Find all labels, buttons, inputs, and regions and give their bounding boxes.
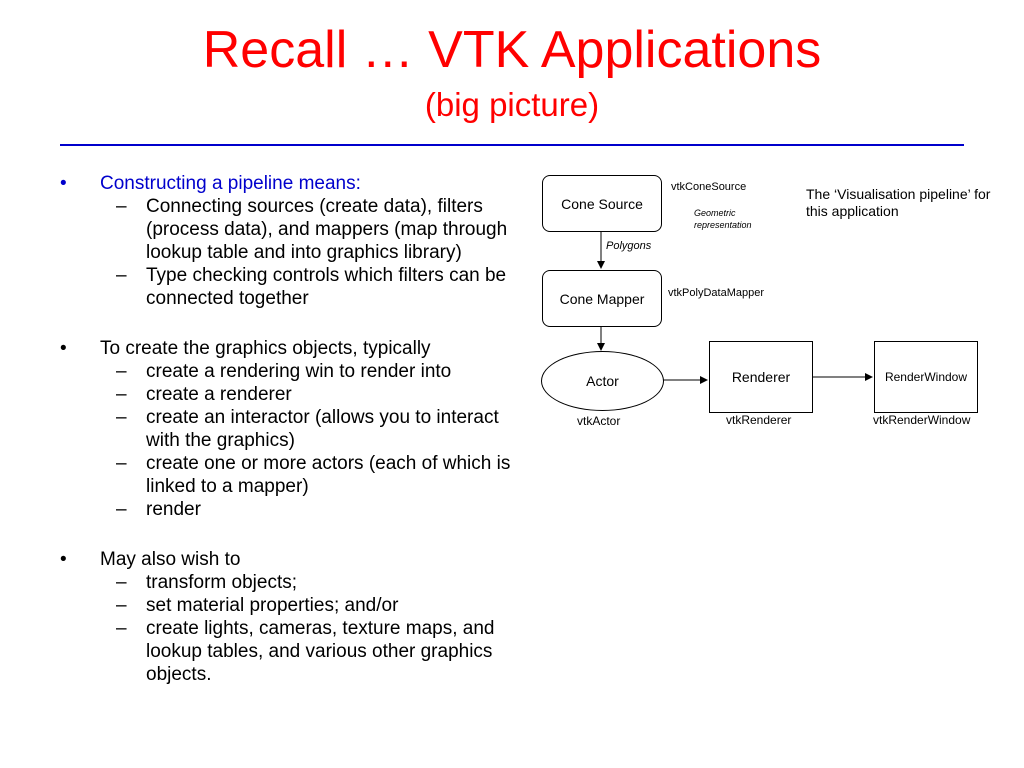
dash-symbol: – bbox=[116, 618, 127, 639]
renderer-label: Renderer bbox=[731, 369, 791, 385]
sub-bullet-text: transform objects; bbox=[146, 572, 297, 593]
dash-symbol: – bbox=[116, 265, 127, 286]
cone-mapper-class: vtkPolyDataMapper bbox=[668, 287, 764, 299]
bullet-item: • May also wish to bbox=[60, 548, 530, 571]
pipeline-note: The ‘Visualisation pipeline’ for this ap… bbox=[806, 186, 991, 219]
sub-bullet-item: – create one or more actors (each of whi… bbox=[60, 452, 530, 498]
sub-bullet-text: create lights, cameras, texture maps, an… bbox=[146, 618, 495, 685]
dash-symbol: – bbox=[116, 572, 127, 593]
slide-title: Recall … VTK Applications bbox=[202, 21, 822, 79]
dash-symbol: – bbox=[116, 196, 127, 217]
sub-bullet-text: set material properties; and/or bbox=[146, 595, 399, 616]
bullet-item: • To create the graphics objects, typica… bbox=[60, 337, 530, 360]
sub-bullet-item: – create a rendering win to render into bbox=[60, 360, 530, 383]
geometric-note: Geometric representation bbox=[694, 208, 752, 230]
bullet-text: Constructing a pipeline means: bbox=[100, 173, 361, 194]
cone-mapper-box: Cone Mapper bbox=[542, 270, 662, 327]
sub-bullet-text: create a renderer bbox=[146, 384, 292, 405]
polygons-label: Polygons bbox=[606, 240, 652, 252]
bullet-symbol: • bbox=[60, 338, 67, 359]
dash-symbol: – bbox=[116, 595, 127, 616]
sub-bullet-text: render bbox=[146, 499, 201, 520]
sub-bullet-text: create an interactor (allows you to inte… bbox=[146, 407, 499, 451]
sub-bullet-item: – render bbox=[60, 498, 530, 521]
sub-bullet-item: – Connecting sources (create data), filt… bbox=[60, 195, 530, 264]
bullet-list: • Constructing a pipeline means: – Conne… bbox=[60, 172, 530, 686]
render-window-label: RenderWindow bbox=[884, 370, 968, 384]
cone-mapper-label: Cone Mapper bbox=[559, 290, 645, 307]
actor-label: Actor bbox=[586, 373, 619, 389]
sub-bullet-text: create a rendering win to render into bbox=[146, 361, 452, 382]
sub-bullet-text: Connecting sources (create data), filter… bbox=[146, 196, 508, 263]
sub-bullet-item: – set material properties; and/or bbox=[60, 594, 530, 617]
sub-bullet-item: – Type checking controls which filters c… bbox=[60, 264, 530, 310]
bullet-symbol: • bbox=[60, 549, 67, 570]
renderer-class: vtkRenderer bbox=[726, 413, 792, 427]
sub-bullet-item: – transform objects; bbox=[60, 571, 530, 594]
bullet-item: • Constructing a pipeline means: bbox=[60, 172, 530, 195]
dash-symbol: – bbox=[116, 361, 127, 382]
dash-symbol: – bbox=[116, 499, 127, 520]
renderer-box: Renderer bbox=[709, 341, 813, 413]
dash-symbol: – bbox=[116, 384, 127, 405]
bullet-text: To create the graphics objects, typicall… bbox=[100, 338, 431, 359]
dash-symbol: – bbox=[116, 453, 127, 474]
actor-ellipse: Actor bbox=[541, 351, 664, 411]
sub-bullet-item: – create a renderer bbox=[60, 383, 530, 406]
render-window-box: RenderWindow bbox=[874, 341, 978, 413]
bullet-text: May also wish to bbox=[100, 549, 241, 570]
dash-symbol: – bbox=[116, 407, 127, 428]
sub-bullet-item: – create lights, cameras, texture maps, … bbox=[60, 617, 530, 686]
bullet-symbol: • bbox=[60, 173, 67, 194]
cone-source-class: vtkConeSource bbox=[671, 181, 747, 193]
sub-bullet-text: Type checking controls which filters can… bbox=[146, 265, 507, 309]
slide-subtitle: (big picture) bbox=[424, 86, 600, 123]
sub-bullet-text: create one or more actors (each of which… bbox=[146, 453, 511, 497]
cone-source-box: Cone Source bbox=[542, 175, 662, 232]
title-divider bbox=[60, 144, 964, 146]
render-window-class: vtkRenderWindow bbox=[873, 413, 971, 427]
cone-source-label: Cone Source bbox=[561, 195, 643, 212]
sub-bullet-item: – create an interactor (allows you to in… bbox=[60, 406, 530, 452]
actor-class: vtkActor bbox=[577, 414, 621, 428]
